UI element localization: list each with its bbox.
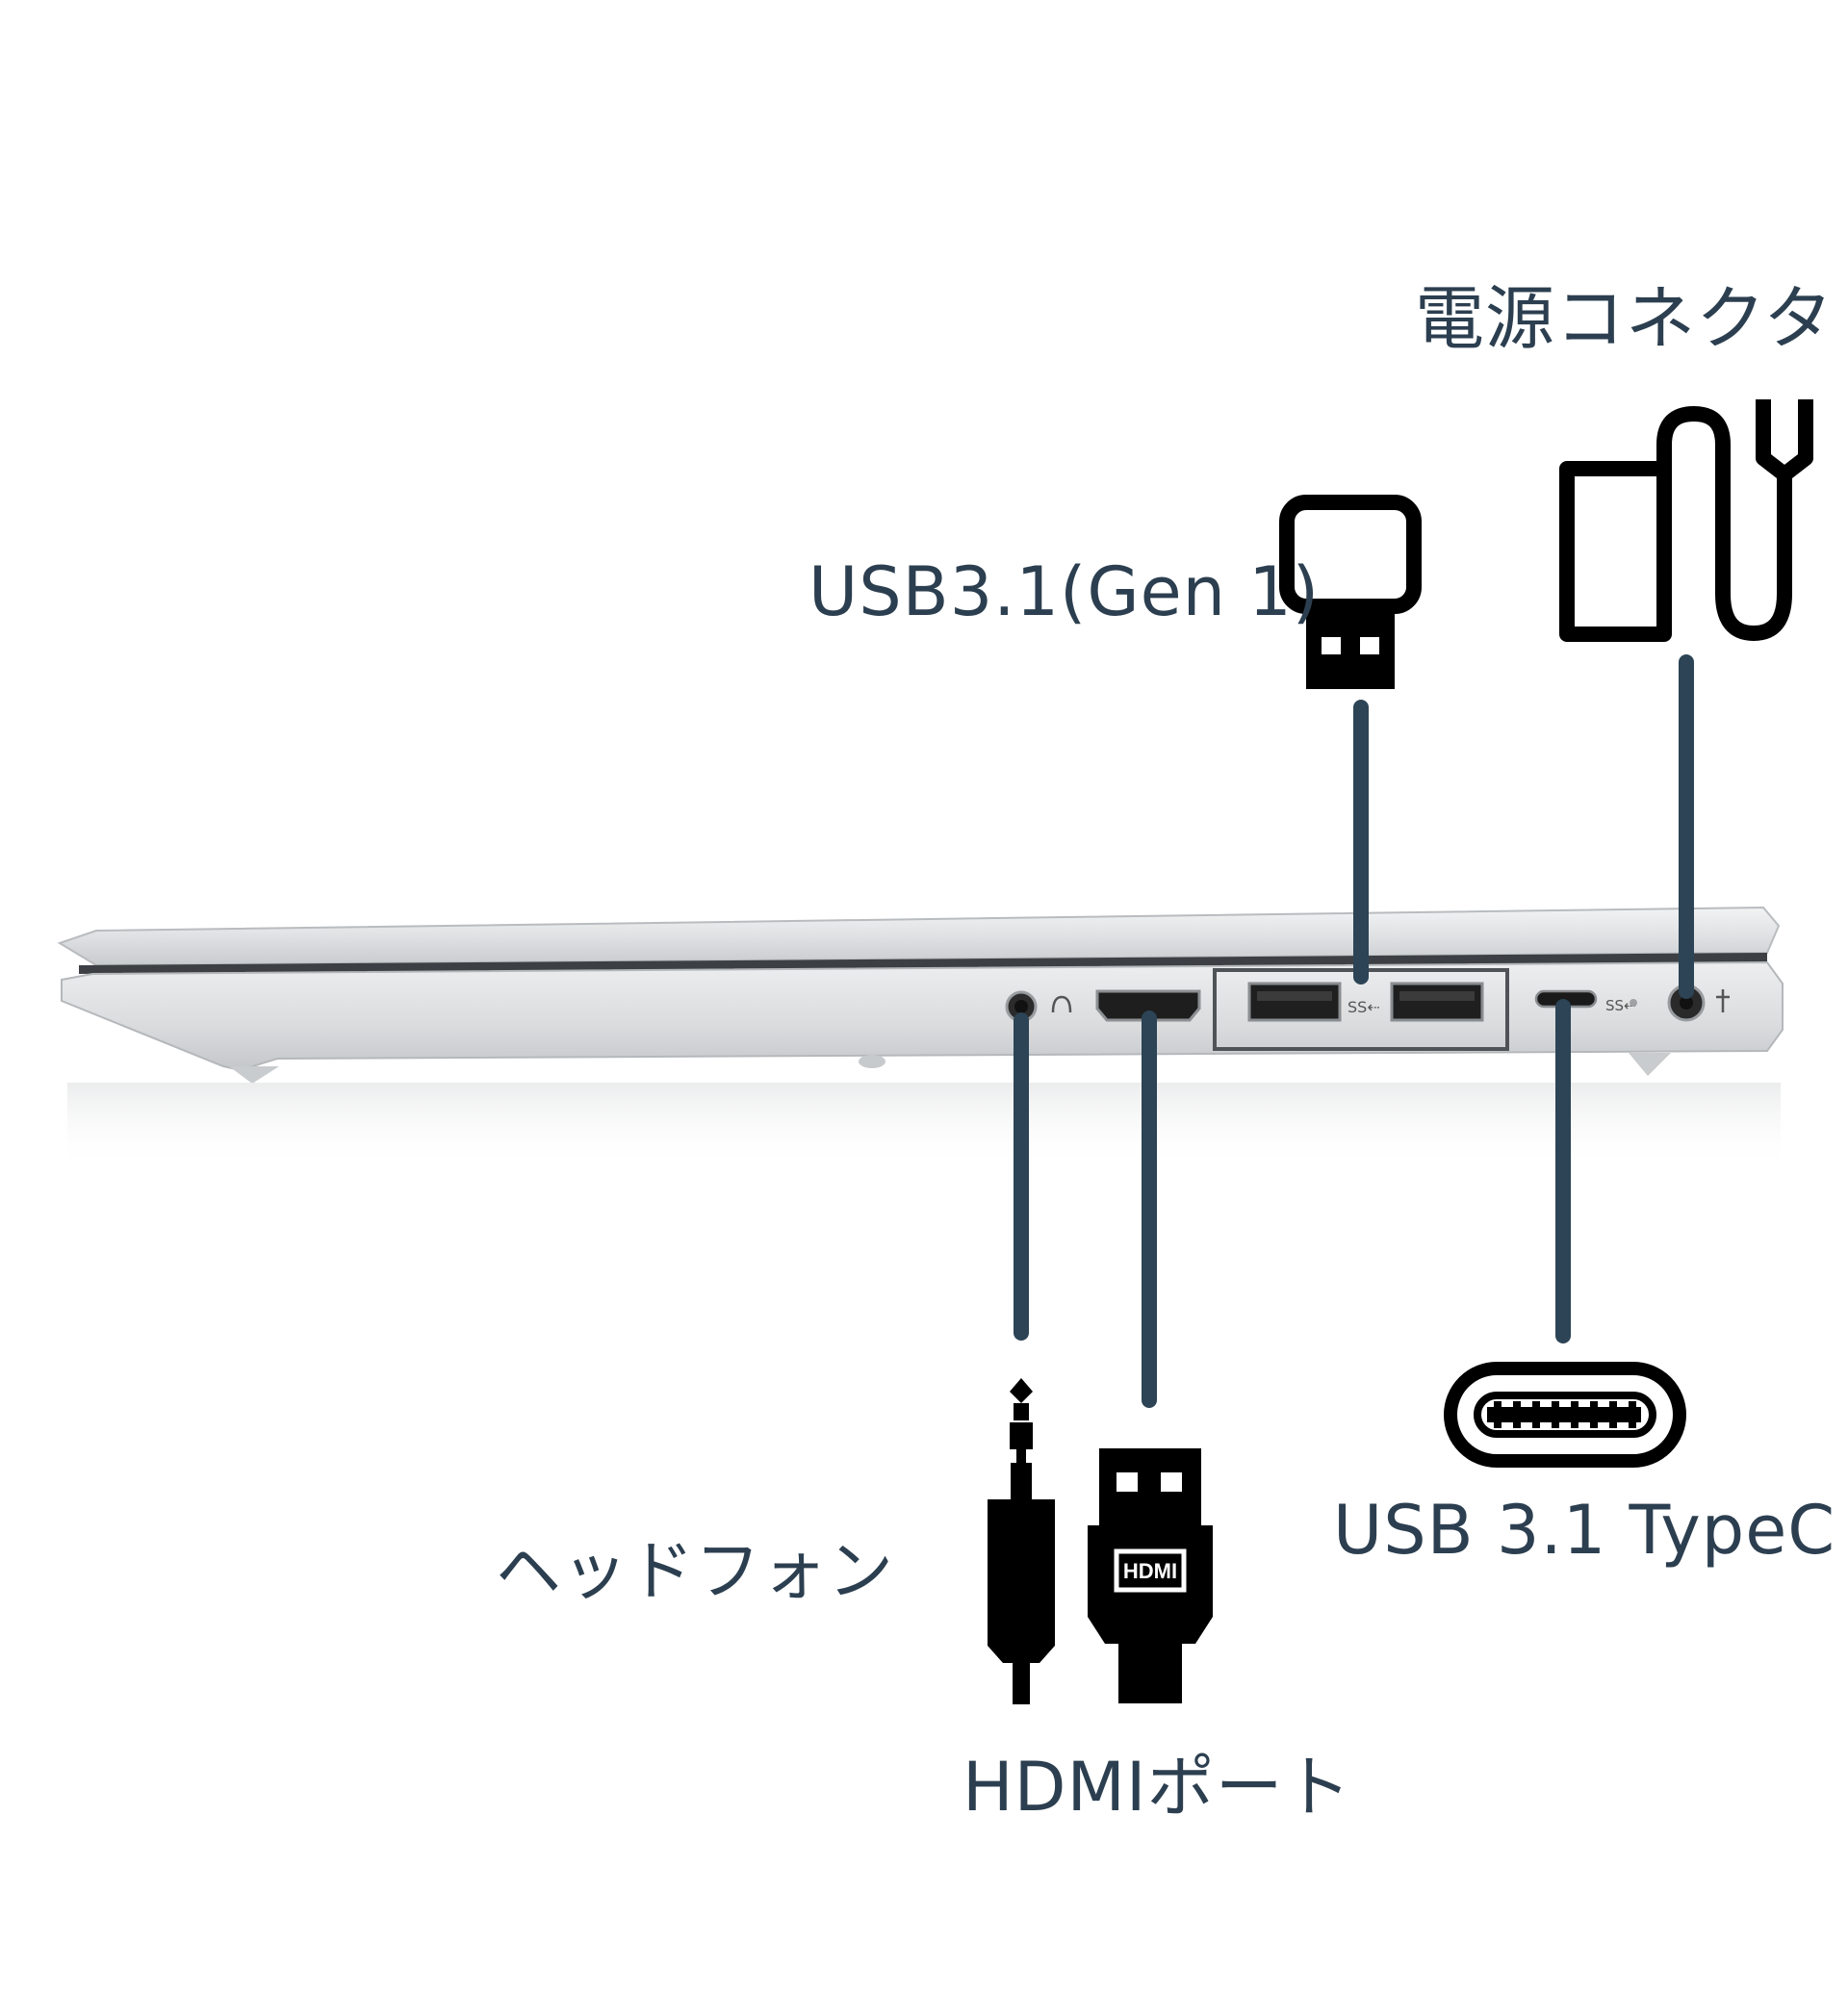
label-usb-a: USB3.1(Gen 1) (808, 552, 1321, 631)
laptop-side-view: SS⇠ SS⇠ (57, 906, 1784, 1169)
laptop-reflection (67, 1083, 1781, 1169)
usb-a-port-left (1247, 982, 1342, 1022)
led-indicator (1630, 999, 1637, 1007)
usb-c-ss-glyph-icon: SS⇠ (1605, 997, 1636, 1014)
laptop-foot-middle (859, 1055, 886, 1068)
laptop-foot-back (1629, 1053, 1671, 1076)
usb-c-plug-icon (1444, 1362, 1686, 1468)
laptop-foot-front (229, 1066, 279, 1084)
headphone-jack-port (1005, 990, 1072, 1023)
usb-ss-glyph-icon: SS⇠ (1348, 998, 1380, 1016)
callout-lines (1014, 654, 1694, 1408)
hdmi-port (1095, 989, 1201, 1022)
laptop-base (61, 960, 1784, 1072)
usb-a-port-left-tongue (1257, 991, 1332, 1001)
power-adapter-icon (1559, 399, 1813, 642)
power-glyph-icon (1716, 989, 1730, 1012)
usb-a-plug-icon (1279, 495, 1422, 689)
hdmi-plug-icon (1088, 1448, 1213, 1703)
label-power-connector: 電源コネクタ (1415, 278, 1835, 359)
hdmi-badge-label: HDMI (1123, 1559, 1177, 1583)
headphone-glyph-icon (1051, 995, 1072, 1013)
laptop-hinge-gap (79, 953, 1767, 974)
label-hdmi-port: HDMIポート (962, 1748, 1352, 1827)
usb-a-port-right-tongue (1399, 991, 1475, 1001)
audio-jack-plug-icon (988, 1378, 1055, 1704)
label-usb-c: USB 3.1 TypeC (1333, 1491, 1836, 1570)
usb-a-port-right (1390, 982, 1484, 1022)
label-headphone: ヘッドフォン (496, 1534, 895, 1610)
